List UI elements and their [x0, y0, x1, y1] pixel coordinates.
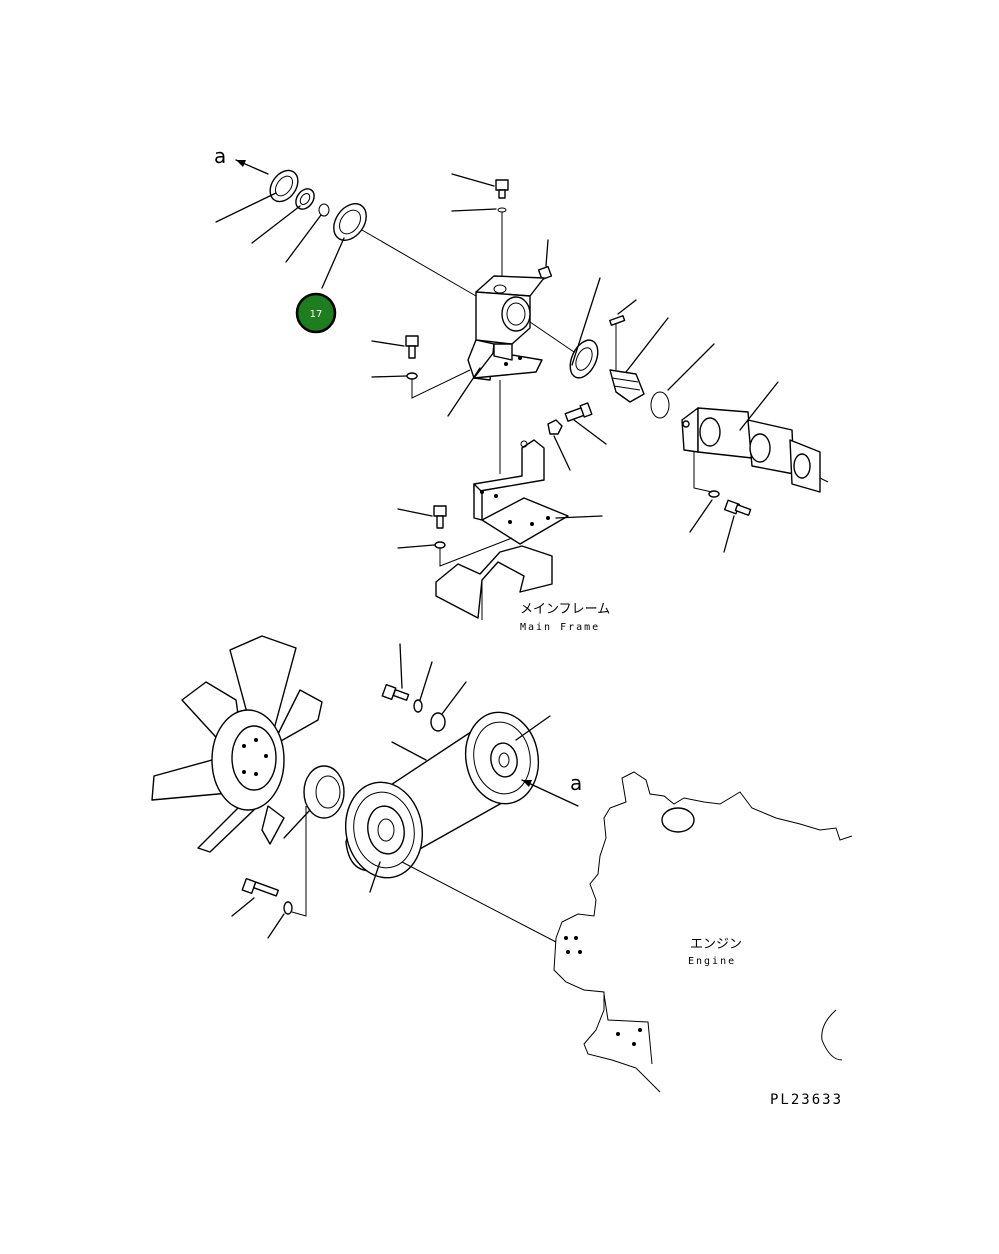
- engine-label-en: Engine: [688, 956, 736, 967]
- drawing-code: PL23633: [770, 1092, 843, 1108]
- view-arrow-a-bottom: a: [521, 771, 582, 807]
- grease-fitting: [537, 265, 553, 281]
- fan-spacer: [303, 765, 345, 819]
- arrow-label-top: a: [214, 144, 226, 168]
- oil-seal-right: [569, 339, 599, 379]
- bearing-small: [295, 188, 315, 210]
- view-arrow-a-top: a: [214, 144, 269, 175]
- bracket-bolt: [405, 335, 419, 359]
- callout-marker[interactable]: 17: [295, 292, 337, 334]
- lower-pulley: [344, 781, 424, 879]
- housing-bracket: [467, 339, 543, 381]
- cooling-fan: [151, 635, 323, 853]
- bearing-housing: [475, 275, 545, 345]
- main-frame: [435, 545, 553, 620]
- pulley-bolt: [381, 683, 410, 701]
- bearing-seal-ring: [269, 169, 299, 203]
- callout-number: 17: [310, 309, 323, 320]
- coupling: [609, 369, 645, 403]
- key-pin: [609, 315, 626, 326]
- snap-ring: [318, 203, 330, 217]
- main-frame-label-en: Main Frame: [520, 622, 600, 633]
- fan-bolt: [241, 877, 280, 897]
- o-ring: [650, 391, 670, 419]
- bearing-large: [333, 203, 367, 241]
- upper-pulley: [464, 711, 540, 805]
- bracket-nut: [547, 419, 563, 435]
- support-bracket: [473, 439, 569, 545]
- hydraulic-pump: [681, 407, 829, 493]
- engine-block: [553, 771, 853, 1093]
- engine-label-jp: エンジン: [690, 937, 742, 952]
- bracket-bolt-right: [564, 402, 593, 422]
- bracket-bolt-lower: [433, 505, 447, 529]
- top-bolt: [495, 179, 509, 199]
- main-frame-label-jp: メインフレーム: [520, 602, 610, 617]
- pump-bolt: [723, 499, 752, 516]
- arrow-label-bottom: a: [570, 771, 582, 795]
